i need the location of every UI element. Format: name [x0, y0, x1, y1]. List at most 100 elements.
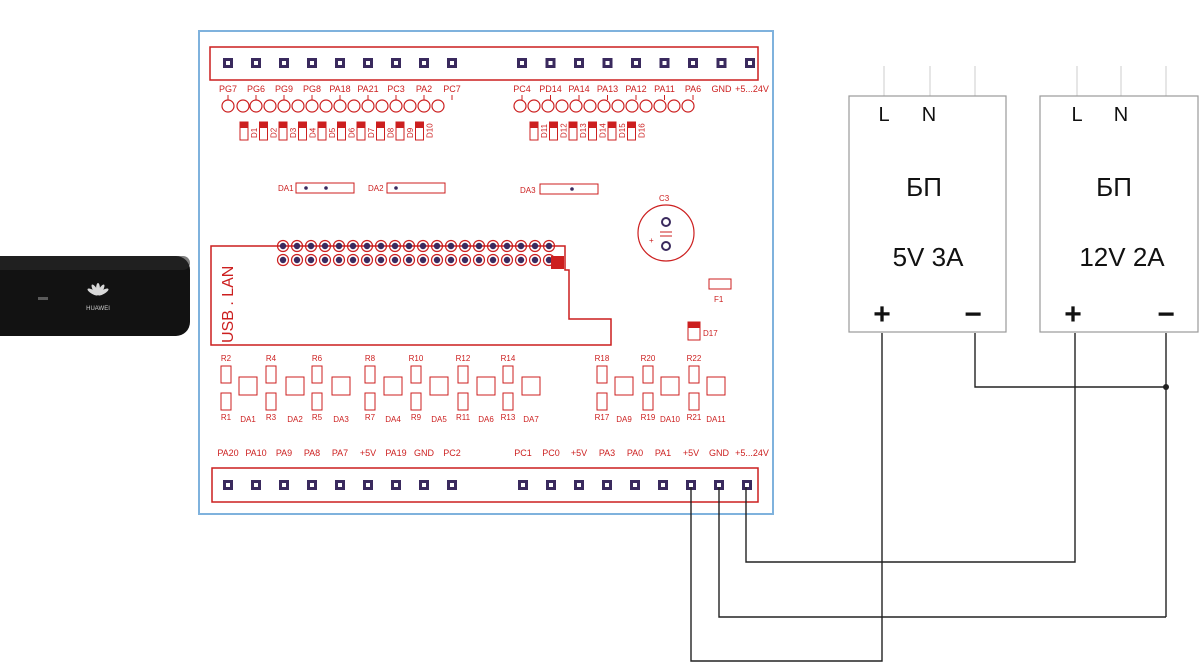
- led-right: D12: [549, 121, 569, 141]
- resistor-label: R21: [687, 413, 702, 422]
- top-pad: [517, 58, 527, 68]
- resistor-label: R3: [266, 413, 277, 422]
- led-right-label: D13: [579, 123, 588, 138]
- resistor-label: R20: [641, 354, 656, 363]
- opto-label: DA5: [431, 415, 447, 424]
- bottom-pin-label: PC1: [514, 448, 532, 458]
- psu-5v-plus: +: [873, 298, 891, 331]
- opto-label: DA7: [523, 415, 539, 424]
- bottom-pad: [335, 480, 345, 490]
- top-pad: [363, 58, 373, 68]
- bottom-pad: [363, 480, 373, 490]
- resistor-label: R13: [501, 413, 516, 422]
- bottom-pin-label: PA8: [304, 448, 320, 458]
- resistor-label: R7: [365, 413, 376, 422]
- top-pin-label: +5...24V: [735, 84, 769, 94]
- bottom-pin-label: +5...24V: [735, 448, 769, 458]
- top-pin-label: PA11: [654, 84, 675, 94]
- bottom-pad: [630, 480, 640, 490]
- resistor-label: R19: [641, 413, 656, 422]
- top-pin-label: PG8: [303, 84, 321, 94]
- led-left: D1: [239, 121, 259, 141]
- resistor-label: R22: [687, 354, 702, 363]
- indicator-circle: [541, 99, 555, 113]
- opto-label: DA6: [478, 415, 494, 424]
- led-left-label: D3: [289, 127, 298, 138]
- gpio-header-2x20: [276, 239, 556, 267]
- indicator-circle: [681, 99, 695, 113]
- led-left: D5: [317, 121, 337, 141]
- resistor: [642, 365, 654, 384]
- top-pin-label: PG9: [275, 84, 293, 94]
- indicator-circle: [597, 99, 611, 113]
- psu-12v-plus: +: [1064, 298, 1082, 331]
- resistor-label: R8: [365, 354, 376, 363]
- top-pad: [391, 58, 401, 68]
- resistor-label: R14: [501, 354, 516, 363]
- top-pin-label: PA14: [568, 84, 589, 94]
- top-pad: [659, 58, 670, 68]
- bottom-pin-label: PA1: [655, 448, 671, 458]
- top-pin-label: PA6: [685, 84, 701, 94]
- opto-label: DA11: [706, 415, 726, 424]
- indicator-circle: [625, 99, 639, 113]
- resistor-label: R5: [312, 413, 323, 422]
- bottom-pad: [742, 480, 752, 490]
- fuse-f1-label: F1: [714, 295, 724, 304]
- usb-lan-area: USB . LAN: [210, 239, 612, 346]
- psu-12v-minus: −: [1157, 298, 1175, 331]
- indicator-circle: [263, 99, 277, 113]
- top-pad: [251, 58, 261, 68]
- indicator-circle: [375, 99, 389, 113]
- usb-lan-label: USB . LAN: [220, 266, 237, 343]
- led-right: D15: [607, 121, 627, 141]
- wire-gnd-to-12v: [718, 487, 1166, 618]
- top-pad: [545, 58, 556, 68]
- wire-junction: [1163, 384, 1169, 390]
- optocoupler: [476, 376, 496, 396]
- opto-label: DA4: [385, 415, 401, 424]
- top-pin-label: PA13: [597, 84, 618, 94]
- regulator-da2: DA2: [368, 182, 446, 194]
- indicator-circle: [667, 99, 681, 113]
- bottom-pin-label: PC0: [542, 448, 560, 458]
- optocoupler: [331, 376, 351, 396]
- led-right-label: D12: [560, 123, 569, 138]
- resistor: [220, 392, 232, 411]
- bottom-pad: [223, 480, 233, 490]
- modem-brand: HUAWEI: [86, 306, 110, 312]
- bottom-pad: [574, 480, 584, 490]
- indicator-circle: [555, 99, 569, 113]
- regulator-da2-label: DA2: [368, 184, 384, 193]
- resistor-opto-area: R2R1R4R3R6R5R8R7R10R9R12R11R14R13R18R17R…: [220, 354, 726, 424]
- wire-gnd-common: [974, 333, 1166, 388]
- bottom-pin-label: PA10: [245, 448, 266, 458]
- top-pad: [307, 58, 317, 68]
- resistor: [502, 365, 514, 384]
- regulator-da3: DA3: [520, 183, 599, 195]
- resistor-label: R17: [595, 413, 610, 422]
- led-left: D10: [415, 121, 435, 141]
- indicator-circle: [639, 99, 653, 113]
- led-left-label: D9: [406, 127, 415, 138]
- resistor: [457, 392, 469, 411]
- huawei-logo-icon: [87, 283, 109, 296]
- regulator-da3-label: DA3: [520, 186, 536, 195]
- psu-5v-minus: −: [964, 298, 982, 331]
- indicator-circle: [431, 99, 445, 113]
- indicator-circle: [319, 99, 333, 113]
- wire-12v-plus: [745, 333, 1076, 563]
- optocoupler: [238, 376, 258, 396]
- opto-label: DA3: [333, 415, 349, 424]
- resistor-label: R12: [456, 354, 471, 363]
- indicator-circle: [291, 99, 305, 113]
- resistor-label: R18: [595, 354, 610, 363]
- led-left-label: D4: [309, 127, 318, 138]
- resistor: [596, 392, 608, 411]
- resistor-label: R10: [409, 354, 424, 363]
- bottom-pin-label: +5V: [360, 448, 376, 458]
- resistor: [596, 365, 608, 384]
- resistor-label: R6: [312, 354, 323, 363]
- indicator-circle: [403, 99, 417, 113]
